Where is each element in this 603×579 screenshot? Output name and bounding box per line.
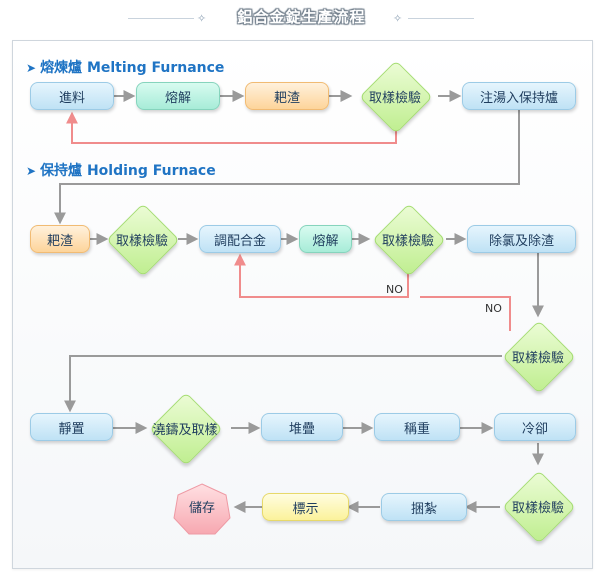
- node-feed[interactable]: 進料: [30, 82, 114, 110]
- decision-sample-4[interactable]: 取樣檢驗: [502, 320, 576, 394]
- node-alloy-adjust[interactable]: 調配合金: [199, 225, 281, 253]
- section-arrow-icon: ➤: [26, 61, 37, 75]
- page-title: 鋁合金錠生產流程: [237, 8, 366, 26]
- section-melting: ➤熔煉爐 Melting Furnance: [26, 57, 224, 77]
- node-bundle[interactable]: 捆紮: [381, 493, 467, 521]
- heptagon-shape: [173, 483, 231, 535]
- decision-sample-1[interactable]: 取樣檢驗: [359, 60, 433, 134]
- node-melt-2[interactable]: 熔解: [299, 225, 352, 253]
- return-arrow-sample4-degas: [420, 296, 511, 331]
- node-melt-1[interactable]: 熔解: [136, 82, 220, 110]
- decision-label: 取樣檢驗: [511, 350, 564, 366]
- node-dross-2[interactable]: 耙渣: [30, 225, 90, 253]
- decision-label: 取樣檢驗: [511, 500, 564, 516]
- node-degas-dross[interactable]: 除氯及除渣: [467, 225, 576, 253]
- node-stack[interactable]: 堆疊: [261, 413, 343, 441]
- decision-label: 取樣檢驗: [115, 233, 168, 249]
- diagram-panel: [12, 40, 593, 569]
- title-line-left: [128, 18, 194, 19]
- node-weigh[interactable]: 稱重: [374, 413, 460, 441]
- decision-label: 取樣檢驗: [368, 90, 421, 106]
- section-melting-en: Melting Furnance: [86, 60, 225, 76]
- node-pour-holding[interactable]: 注湯入保持爐: [462, 82, 576, 110]
- section-holding: ➤保持爐 Holding Furnace: [26, 160, 216, 180]
- section-arrow-icon: ➤: [26, 164, 37, 178]
- decision-cast-sample[interactable]: 澆鑄及取樣: [149, 392, 223, 466]
- node-cool[interactable]: 冷卻: [494, 413, 576, 441]
- arrow-pour-dross2: [54, 110, 520, 225]
- decision-label: 澆鑄及取樣: [152, 422, 218, 438]
- title-line-right: [408, 18, 474, 19]
- decision-label: 取樣檢驗: [381, 233, 434, 249]
- node-mark[interactable]: 標示: [262, 493, 349, 521]
- node-dross-1[interactable]: 耙渣: [245, 82, 329, 110]
- title-bar: ✧ 鋁合金錠生產流程 ✧: [0, 0, 603, 34]
- section-holding-en: Holding Furnace: [86, 163, 216, 179]
- node-store[interactable]: 儲存: [172, 482, 232, 536]
- return-arrow-sample1-feed: [66, 111, 397, 144]
- node-store-label: 儲存: [188, 501, 215, 516]
- no-label-1: NO: [386, 283, 403, 296]
- decision-sample-3[interactable]: 取樣檢驗: [372, 203, 446, 277]
- section-holding-zh: 保持爐: [40, 163, 83, 179]
- section-melting-zh: 熔煉爐: [40, 60, 83, 76]
- node-rest[interactable]: 靜置: [30, 413, 113, 441]
- decision-sample-2[interactable]: 取樣檢驗: [106, 203, 180, 277]
- arrow-sample4-rest: [64, 355, 502, 413]
- return-arrow-sample3-alloy: [234, 253, 409, 298]
- title-ornament-right: ✧: [393, 12, 403, 25]
- no-label-2: NO: [485, 302, 502, 315]
- title-ornament-left: ✧: [197, 12, 207, 25]
- decision-sample-5[interactable]: 取樣檢驗: [502, 470, 576, 544]
